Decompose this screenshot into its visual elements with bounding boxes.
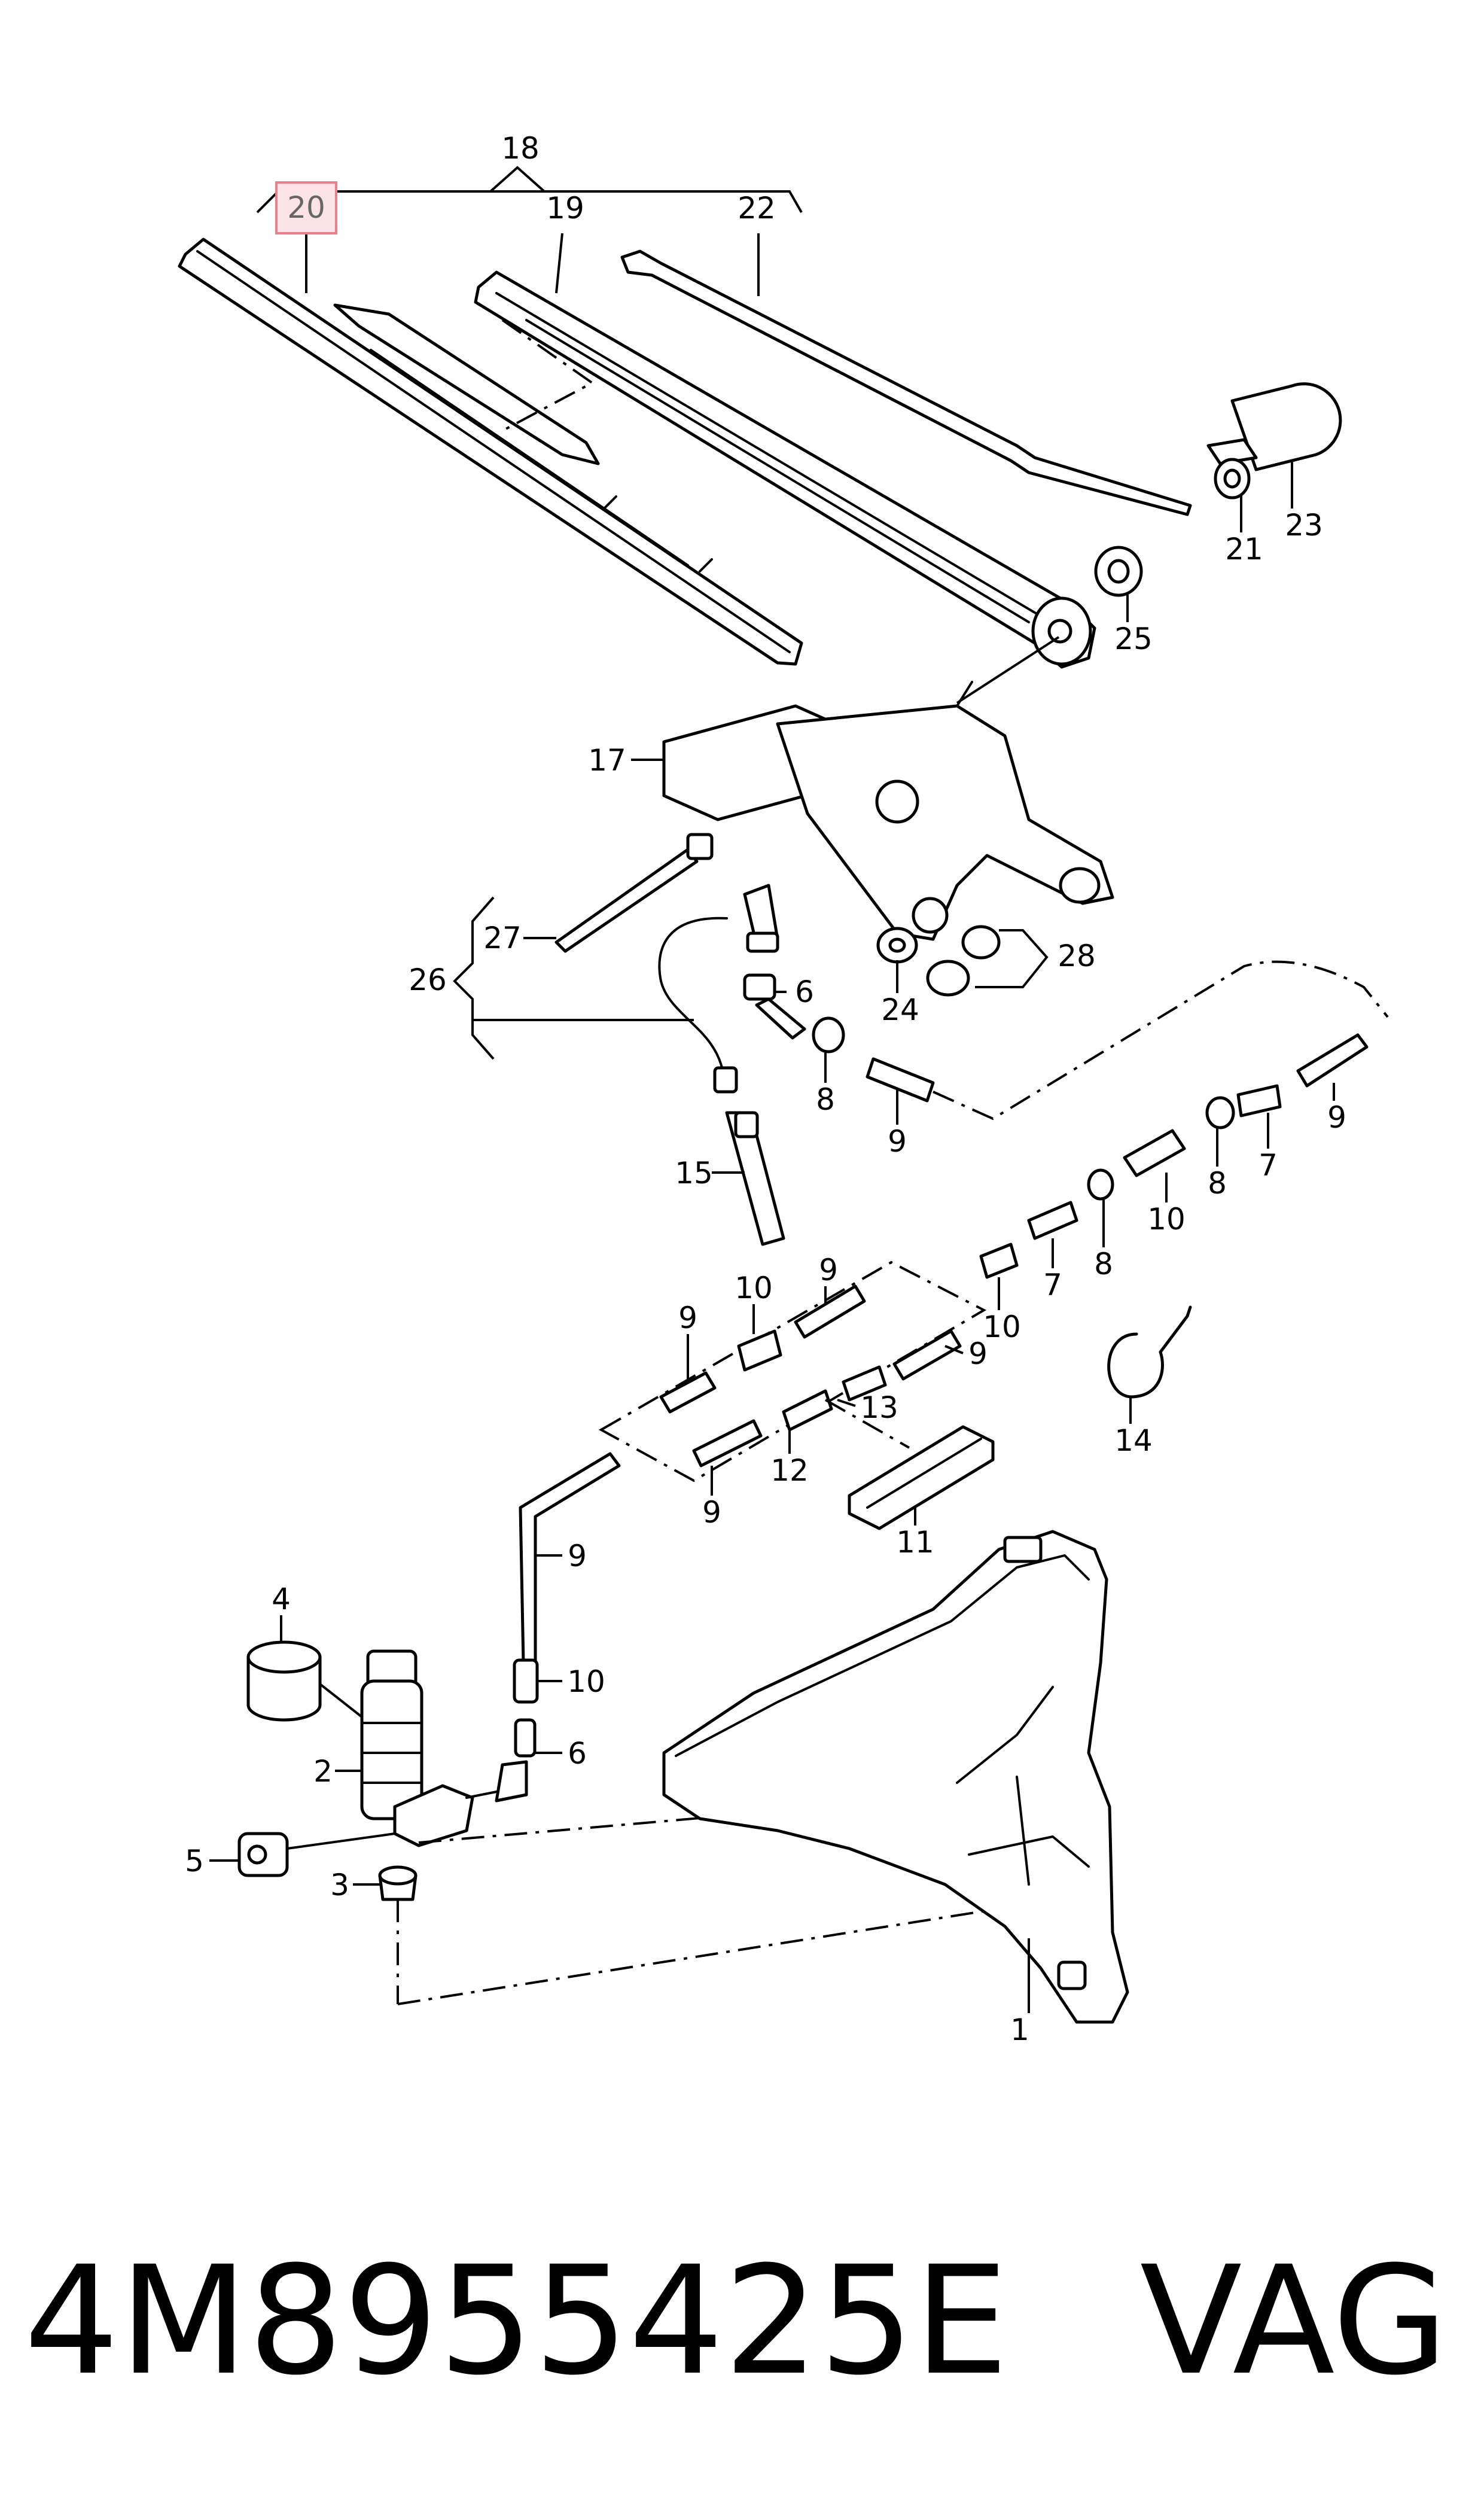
callout-19: 19 bbox=[546, 191, 584, 226]
callout-4: 4 bbox=[272, 1582, 291, 1616]
callout-15: 15 bbox=[675, 1156, 713, 1191]
callout-10b: 10 bbox=[983, 1310, 1021, 1344]
bracket-28 bbox=[975, 929, 1049, 988]
grommet-3[interactable] bbox=[378, 1865, 418, 1901]
wiper-aero-strip[interactable] bbox=[620, 249, 1192, 516]
middle-connectors[interactable] bbox=[979, 1084, 1282, 1279]
callout-6b: 6 bbox=[568, 1736, 587, 1771]
leader-5-to-pump bbox=[287, 1832, 395, 1850]
wiper-arm[interactable] bbox=[474, 270, 1096, 669]
washer-pump-2[interactable] bbox=[360, 1649, 498, 1847]
seal-ring-4[interactable] bbox=[246, 1640, 322, 1722]
connector-10-lower[interactable] bbox=[513, 1658, 539, 1704]
callout-1: 1 bbox=[1010, 2012, 1029, 2047]
wiper-motor[interactable] bbox=[662, 681, 1114, 941]
callout-9f: 9 bbox=[702, 1495, 721, 1530]
leader-19 bbox=[555, 233, 563, 294]
leader-4-to-2 bbox=[319, 1683, 363, 1718]
callout-27: 27 bbox=[483, 921, 522, 955]
footer: 4M8955425E VAG bbox=[0, 2231, 1484, 2429]
callout-17: 17 bbox=[588, 743, 626, 778]
electrical-connector-5[interactable] bbox=[237, 1832, 289, 1877]
callout-9c: 9 bbox=[819, 1253, 838, 1287]
elbow-6-lower[interactable] bbox=[495, 1718, 537, 1803]
callout-28: 28 bbox=[1058, 939, 1096, 973]
protective-sleeve-11[interactable] bbox=[848, 1425, 995, 1530]
callout-7a: 7 bbox=[1258, 1148, 1278, 1183]
callout-11: 11 bbox=[896, 1525, 934, 1560]
bracket-18 bbox=[256, 166, 803, 214]
callout-14: 14 bbox=[1114, 1423, 1153, 1458]
callout-9a: 9 bbox=[888, 1124, 907, 1159]
callout-20: 20 bbox=[287, 190, 325, 225]
washer-nozzle-15[interactable] bbox=[713, 1066, 785, 1246]
hose-clip-14[interactable] bbox=[1107, 1305, 1192, 1399]
callout-26: 26 bbox=[409, 963, 447, 997]
nut-21[interactable] bbox=[1214, 458, 1251, 500]
callout-21: 21 bbox=[1225, 532, 1263, 567]
callout-2: 2 bbox=[313, 1754, 333, 1789]
hose-to-nozzle[interactable] bbox=[658, 884, 779, 1078]
callout-22: 22 bbox=[738, 191, 776, 226]
cover-cap-23[interactable] bbox=[1206, 382, 1342, 471]
dash-tank-lower bbox=[397, 1895, 1077, 2005]
callout-8c: 8 bbox=[1094, 1247, 1113, 1281]
wiper-blade[interactable] bbox=[178, 238, 803, 666]
leader-9e bbox=[944, 1345, 964, 1354]
part-number: 4M8955425E bbox=[24, 2234, 1009, 2408]
callout-10c: 10 bbox=[735, 1271, 773, 1305]
leader-13 bbox=[837, 1399, 856, 1407]
highlight-callout-20[interactable]: 20 bbox=[275, 181, 337, 235]
callout-6a: 6 bbox=[795, 975, 814, 1009]
washer-reservoir-1[interactable] bbox=[662, 1530, 1129, 2024]
callout-24: 24 bbox=[881, 992, 919, 1027]
callout-10a: 10 bbox=[1147, 1202, 1186, 1237]
brand-name: VAG bbox=[1139, 2234, 1448, 2408]
callout-13: 13 bbox=[860, 1390, 898, 1425]
callout-10d: 10 bbox=[567, 1664, 605, 1699]
cable-tie-27[interactable] bbox=[554, 833, 714, 953]
callout-25: 25 bbox=[1114, 622, 1153, 656]
callout-3: 3 bbox=[330, 1868, 349, 1902]
callout-5: 5 bbox=[185, 1844, 204, 1878]
callout-9b: 9 bbox=[1327, 1100, 1346, 1135]
callout-9d: 9 bbox=[678, 1301, 697, 1335]
callout-labels: 18 19 22 21 23 25 17 27 26 28 24 6 8 9 9… bbox=[185, 131, 1346, 2047]
grommet-28[interactable] bbox=[926, 925, 1001, 997]
connector-group[interactable] bbox=[659, 1284, 962, 1467]
dash-blade-to-arm bbox=[501, 319, 595, 432]
washer-25[interactable] bbox=[1094, 546, 1143, 597]
bracket-26 bbox=[453, 896, 694, 1060]
callout-9g: 9 bbox=[568, 1539, 587, 1573]
callout-8a: 8 bbox=[816, 1082, 835, 1117]
dash-to-sleeve bbox=[825, 1399, 910, 1449]
callout-12: 12 bbox=[770, 1453, 809, 1488]
callout-9e: 9 bbox=[968, 1336, 988, 1371]
dash-box-lines bbox=[598, 1260, 987, 1482]
callout-8b: 8 bbox=[1208, 1166, 1227, 1201]
hose-9b[interactable] bbox=[1296, 1033, 1369, 1088]
upper-connectors[interactable] bbox=[743, 973, 935, 1103]
grommet-24[interactable] bbox=[876, 927, 918, 964]
callout-23: 23 bbox=[1285, 508, 1323, 543]
dash-route-upper bbox=[933, 960, 1389, 1121]
leader-spindle bbox=[956, 636, 1060, 704]
callout-18: 18 bbox=[501, 131, 540, 166]
callout-7b: 7 bbox=[1043, 1268, 1062, 1302]
